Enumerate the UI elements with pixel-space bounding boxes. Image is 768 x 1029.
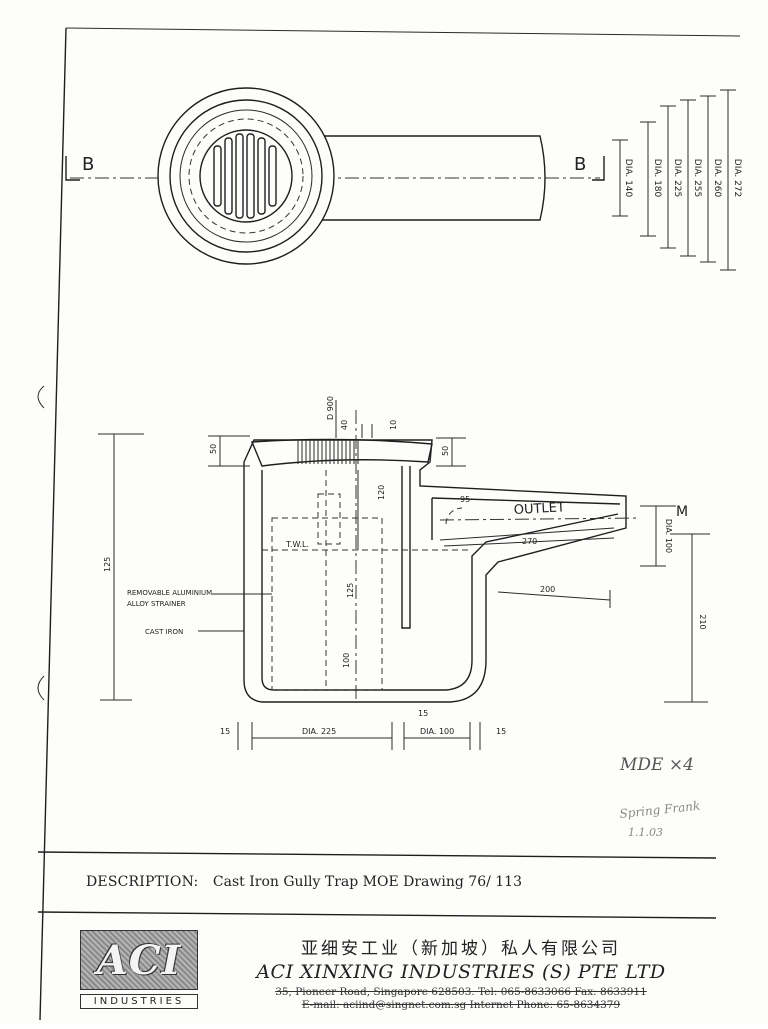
company-chinese-name: 亚细安工业（新加坡）私人有限公司 [301,939,621,959]
dia-260-label: DIA. 260 [712,159,722,198]
dia-140-label: DIA. 140 [623,159,633,198]
dim-bottom-15-left: 15 [220,727,230,736]
dim-bottom-dia100: DIA. 100 [420,727,454,736]
dim-100-inner: 100 [342,653,351,668]
strainer-handle [317,493,341,545]
section-mark-left-bracket [65,156,80,181]
dim-40: 40 [340,420,349,430]
trap-body-outer [243,439,627,703]
logo-subtitle: INDUSTRIES [80,994,198,1009]
outlet-pipe-plan [318,135,546,221]
punch-hole-top [37,385,45,409]
dim-200-line [497,591,611,601]
hidden-bore-circle [188,118,304,234]
outlet-radius-arc [445,507,463,525]
grate-rim [250,438,433,467]
dim-95: 95 [460,495,470,504]
plan-diameter-dimensions: DIA. 140 DIA. 180 DIA. 225 DIA. 255 DIA.… [612,89,742,271]
section-view: T.W.L. 95 OUTLET 270 200 D 900 40 10 120… [98,396,710,750]
handwritten-note-1: MDE ×4 [619,755,694,775]
company-logo: ACI INDUSTRIES [80,930,198,1010]
description-row: DESCRIPTION: Cast Iron Gully Trap MOE Dr… [86,874,522,890]
section-mark-right: B [574,154,586,175]
company-email: E-mail: aciind@singnet.com.sg Internet P… [301,999,621,1011]
dim-bottom-15-mid: 15 [418,709,428,718]
section-mark-right-bracket [592,156,605,181]
dim-210: 210 [698,614,707,629]
company-english-name: ACI XINXING INDUSTRIES (S) PTE LTD [256,961,666,983]
dim-overall-125: 125 [103,557,112,572]
trap-body-inner [261,470,619,691]
strainer-grate-slots [213,133,277,219]
plan-view: B B DIA. 140 DIA. 180 [65,87,742,271]
logo-box: ACI [80,930,198,990]
dim-50-right: 50 [441,446,450,456]
bottom-dimensions: 15 DIA. 225 15 DIA. 100 15 [220,709,506,750]
trap-baffle [401,466,411,629]
dim-50-left: 50 [209,444,218,454]
section-marker-m: M [676,504,688,520]
twl-label: T.W.L. [285,540,309,549]
strainer-label-line2: ALLOY STRAINER [127,600,186,608]
dim-outlet-dia: DIA. 100 [664,519,673,553]
dim-bottom-15-right: 15 [496,727,506,736]
cast-iron-label: CAST IRON [145,628,183,636]
handwritten-note-3: 1.1.03 [628,826,663,839]
handwritten-note-2: Spring Frank [619,799,701,821]
dim-bottom-dia225: DIA. 225 [302,727,336,736]
logo-text: ACI [96,936,182,984]
dim-125-inner: 125 [346,583,355,598]
dim-200: 200 [540,585,555,594]
description-divider-top [37,851,717,859]
outlet-bore-top [431,497,621,505]
dia-225-label: DIA. 225 [672,159,682,197]
punch-hole-bottom [37,675,45,701]
dim-d900: D 900 [326,396,335,420]
company-block: 亚细安工业（新加坡）私人有限公司 ACI XINXING INDUSTRIES … [226,934,696,1011]
strainer-basket [271,517,383,691]
rim-inner-circle [169,99,323,253]
strainer-label-line1: REMOVABLE ALUMINIUM [127,589,212,597]
outer-rim-circle [157,87,335,265]
outlet-bore-bottom [439,527,615,541]
frame-top-border [65,27,741,37]
grate-circle [199,129,293,223]
outlet-label: OUTLET [513,500,565,518]
dim-10: 10 [389,420,398,430]
dia-255-label: DIA. 255 [692,159,702,197]
description-divider-bottom [37,911,717,919]
dim-270-line [443,537,615,547]
outlet-centerline [439,517,641,521]
company-address: 35, Pioneer Road, Singapore 628503. Tel:… [275,986,647,998]
frame-left-border [39,27,67,1021]
section-grate-bars [297,440,359,464]
dia-180-label: DIA. 180 [652,159,662,198]
description-value: Cast Iron Gully Trap MOE Drawing 76/ 113 [212,874,522,890]
dia-272-label: DIA. 272 [732,159,742,197]
dim-120: 120 [377,485,386,500]
body-circle [179,109,313,243]
section-mark-left: B [82,154,94,175]
description-label: DESCRIPTION: [86,874,199,890]
